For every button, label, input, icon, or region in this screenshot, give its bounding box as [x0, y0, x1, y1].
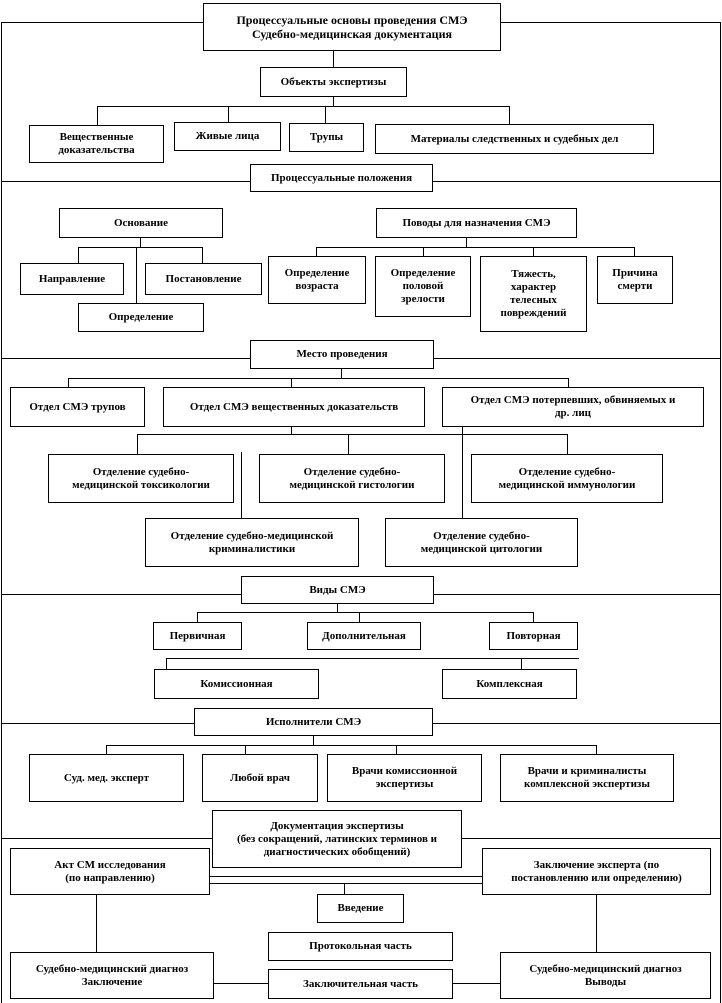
doc-introduction-box: Введение	[317, 894, 404, 923]
header-box: Процессуальные основы проведения СМЭ Суд…	[203, 3, 501, 51]
section-immunology-box: Отделение судебно- медицинской иммунолог…	[471, 454, 663, 503]
documentation-title-box: Документация экспертизы (без сокращений,…	[212, 810, 462, 868]
procedural-title-box: Процессуальные положения	[250, 164, 433, 192]
doc-conclusion-box: Заключение эксперта (по постановлению ил…	[482, 848, 711, 895]
doc-act-box: Акт СМ исследования (по направлению)	[10, 848, 210, 895]
basis-referral-box: Направление	[20, 263, 124, 295]
dept-corpses-box: Отдел СМЭ трупов	[10, 387, 145, 427]
doc-protocol-part-box: Протокольная часть	[268, 932, 453, 961]
object-case-materials-box: Материалы следственных и судебных дел	[375, 124, 654, 154]
object-corpses-box: Трупы	[289, 123, 364, 152]
type-complex-box: Комплексная	[442, 669, 577, 699]
reason-age-box: Определение возраста	[268, 256, 366, 304]
executors-title-box: Исполнители СМЭ	[194, 708, 433, 736]
reasons-title-box: Поводы для назначения СМЭ	[376, 208, 577, 238]
section-cytology-box: Отделение судебно- медицинской цитологии	[385, 518, 578, 567]
objects-title-box: Объекты экспертизы	[260, 67, 407, 97]
reason-death-cause-box: Причина смерти	[597, 256, 673, 304]
section-criminalistics-box: Отделение судебно-медицинской криминалис…	[145, 518, 359, 567]
executor-expert-box: Суд. мед. эксперт	[29, 754, 184, 802]
doc-diagnosis-findings-box: Судебно-медицинский диагноз Выводы	[500, 952, 711, 999]
object-evidence-box: Вещественные доказательства	[29, 125, 164, 163]
executor-any-doctor-box: Любой врач	[202, 754, 318, 802]
basis-ruling-box: Определение	[78, 303, 204, 332]
types-title-box: Виды СМЭ	[241, 576, 434, 604]
doc-diagnosis-conclusion-box: Судебно-медицинский диагноз Заключение	[10, 952, 214, 999]
basis-resolution-box: Постановление	[145, 263, 262, 295]
section-histology-box: Отделение судебно- медицинской гистологи…	[259, 454, 445, 503]
type-repeated-box: Повторная	[489, 622, 578, 650]
dept-evidence-box: Отдел СМЭ вещественных доказательств	[163, 387, 425, 427]
object-living-persons-box: Живые лица	[174, 122, 281, 151]
place-title-box: Место проведения	[250, 340, 434, 369]
dept-persons-box: Отдел СМЭ потерпевших, обвиняемых и др. …	[442, 387, 704, 427]
reason-injuries-box: Тяжесть, характер телесных повреждений	[480, 256, 587, 332]
executor-complex-experts-box: Врачи и криминалисты комплексной эксперт…	[500, 754, 674, 802]
executor-commission-doctors-box: Врачи комиссионной экспертизы	[327, 754, 482, 802]
type-commission-box: Комиссионная	[154, 669, 319, 699]
reason-maturity-box: Определение половой зрелости	[375, 256, 471, 317]
doc-final-part-box: Заключительная часть	[268, 969, 453, 999]
type-additional-box: Дополнительная	[307, 622, 421, 650]
section-toxicology-box: Отделение судебно- медицинской токсиколо…	[48, 454, 234, 503]
basis-title-box: Основание	[59, 208, 223, 238]
type-primary-box: Первичная	[153, 622, 242, 650]
